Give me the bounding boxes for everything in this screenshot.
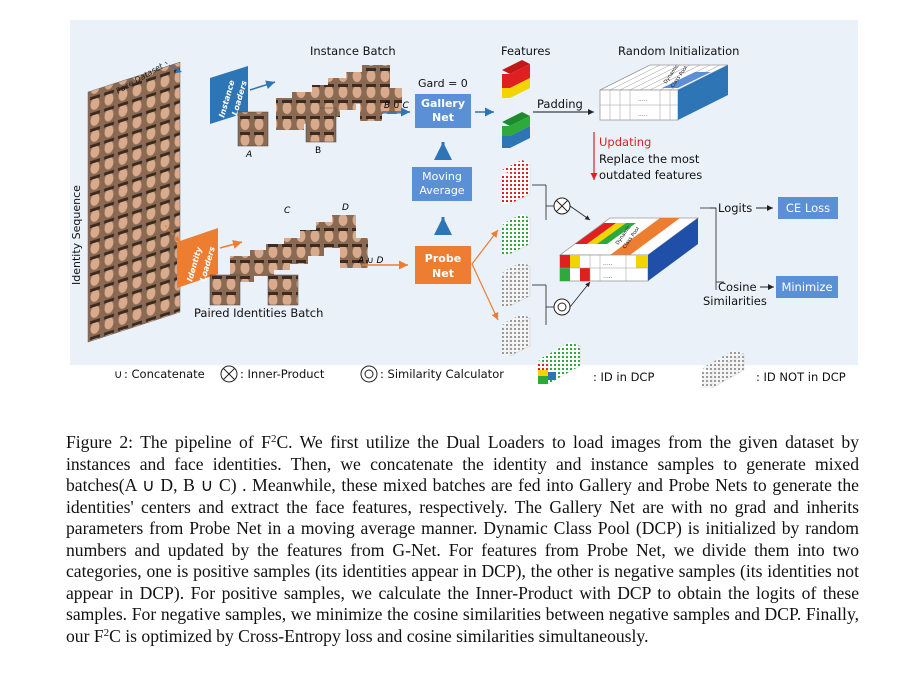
replace-label-1: Replace the most [599,152,700,166]
paired-label-c: C [284,206,291,216]
legend-id-in-dcp: : ID in DCP [593,370,654,384]
features-label: Features [501,44,550,58]
legend-inner-product-icon [220,365,238,383]
logits-label: Logits [718,201,752,215]
instance-batch-images [237,65,402,147]
legend-id-not-in-dcp: : ID NOT in DCP [756,370,846,384]
legend-concat-symbol: ∪ [114,367,122,381]
pipeline-figure: Identity Sequence Face Dataset Instance … [70,20,858,389]
gallery-net-label-1: Gallery [421,97,465,110]
face-dataset-grid [87,61,181,343]
similarity-calculator-symbol [553,298,571,316]
moving-average-box [412,167,472,201]
replace-label-2: outdated features [599,168,702,182]
dcp-dots-1: ..... [603,260,613,267]
probe-features-positive [502,160,531,255]
caption-body-1: C. We first utilize the Dual Loaders to … [66,432,859,646]
padding-label: Padding [537,97,583,111]
a-union-d-label: A ∪ D [357,256,383,266]
probe-net-label-1: Probe [425,252,461,265]
legend-id-in-dcp-icon [538,342,581,385]
probe-features-negative [502,262,531,357]
inner-product-symbol [553,197,571,215]
cosine-label-1: Cosine [718,280,757,294]
paired-label-d: D [342,203,349,213]
identity-loaders-box [177,228,218,288]
ce-loss-box [778,197,838,219]
dcp-dots-2: ..... [603,273,613,280]
instance-label-b: B [315,146,321,156]
probe-net-label-2: Net [432,267,454,280]
random-pool-dots-2: ..... [638,111,648,118]
updating-label: Updating [599,135,651,149]
caption-sup-2: 2 [103,626,110,639]
paired-identities-batch-title: Paired Identities Batch [194,306,323,320]
caption-lead: Figure 2: The pipeline of F [66,432,271,452]
instance-batch-title: Instance Batch [310,44,396,58]
ce-loss-label: CE Loss [786,201,830,215]
legend-similarity: : Similarity Calculator [380,367,504,381]
moving-average-label-1: Moving [422,170,462,183]
gard-label: Gard = 0 [418,77,468,90]
legend-inner-product: : Inner-Product [240,367,325,381]
gallery-features-stack-1 [502,60,530,98]
instance-loaders-box [210,66,248,124]
figure-caption: Figure 2: The pipeline of F2C. We first … [66,432,859,647]
random-initialization-label: Random Initialization [618,44,739,58]
dynamic-class-pool [558,217,700,282]
legend-id-not-in-dcp-icon [702,350,745,389]
legend-similarity-icon [360,365,378,383]
legend-concatenate: : Concatenate [124,367,205,381]
caption-body-2: C is optimized by Cross-Entropy loss and… [109,625,649,646]
cosine-label-2: Similarities [703,294,767,308]
moving-average-label-2: Average [419,184,464,197]
random-init-pool [599,64,729,121]
random-pool-dots-1: ..... [638,96,648,103]
probe-net-box [415,246,471,284]
caption-sup: 2 [270,433,277,445]
gallery-net-box [415,94,471,128]
identity-sequence-label: Identity Sequence [70,185,83,285]
minimize-box [776,276,838,298]
minimize-label: Minimize [781,280,832,294]
paired-identities-batch-images [209,215,368,306]
b-union-c-label: B ∪ C [384,101,409,111]
gallery-net-label-2: Net [432,111,454,124]
instance-label-a: A [245,150,252,160]
gallery-features-stack-2 [502,112,530,148]
